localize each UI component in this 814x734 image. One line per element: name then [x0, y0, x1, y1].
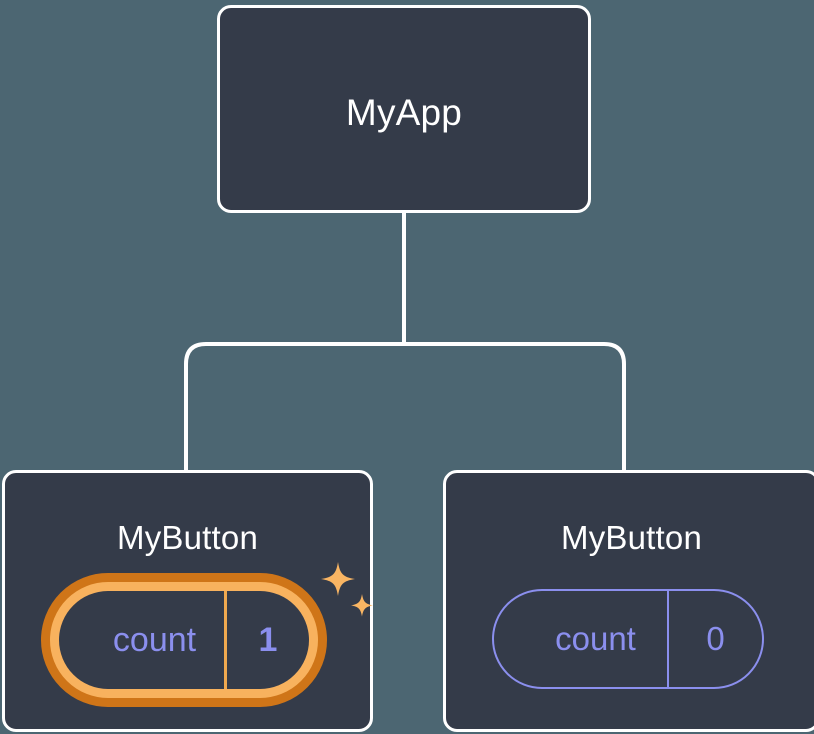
state-pill-right-key: count: [494, 591, 669, 687]
state-pill-left-value: 1: [258, 620, 278, 659]
node-myapp-label: MyApp: [345, 92, 463, 133]
state-pill-right-value: 0: [706, 620, 725, 657]
node-myapp[interactable]: MyApp: [217, 5, 591, 213]
state-pill-right[interactable]: count 0: [492, 589, 764, 689]
node-mybutton-right-label: MyButton: [561, 519, 702, 556]
state-pill-left[interactable]: count 1: [41, 573, 327, 707]
state-pill-left-key: count: [59, 591, 227, 689]
state-pill-left-inner: count 1: [59, 591, 309, 689]
node-mybutton-left-label: MyButton: [117, 519, 258, 556]
connector-child-rail: [184, 342, 626, 470]
